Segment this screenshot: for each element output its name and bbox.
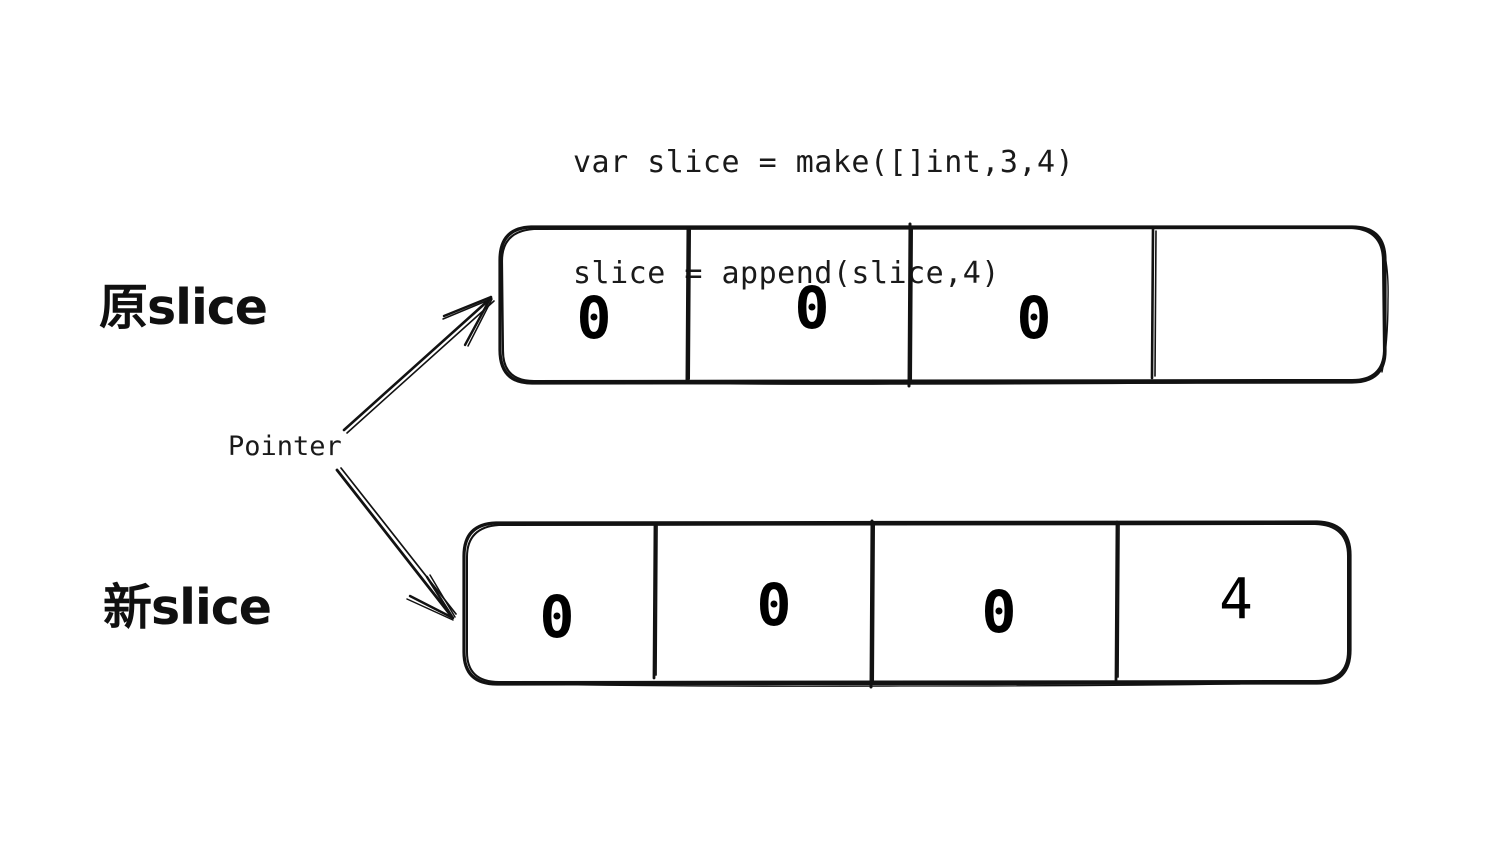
new-slice-label: 新slice (103, 579, 272, 636)
new-cell-2-value: 0 (981, 578, 1017, 646)
original-cell-0-value: 0 (576, 284, 612, 352)
code-line-1: var slice = make([]int,3,4) (573, 145, 1075, 180)
new-cell-1-value: 0 (756, 571, 792, 639)
original-cell-1-value: 0 (794, 274, 830, 342)
new-cell-3-value: 4 (1219, 567, 1253, 633)
pointer-label: Pointer (228, 431, 342, 462)
pointer-to-new-arrow (335, 467, 457, 621)
new-slice-box (462, 520, 1352, 687)
original-slice-box (498, 225, 1389, 385)
new-slice-dividers (652, 519, 1120, 689)
new-cell-0-value: 0 (539, 583, 575, 651)
original-slice-dividers (685, 222, 1157, 388)
code-snippet: var slice = make([]int,3,4) slice = appe… (573, 70, 1074, 366)
pointer-to-original-arrow (342, 295, 495, 434)
original-cell-2-value: 0 (1016, 284, 1052, 352)
code-line-2: slice = append(slice,4) (573, 256, 1000, 291)
original-slice-label: 原slice (99, 279, 268, 336)
